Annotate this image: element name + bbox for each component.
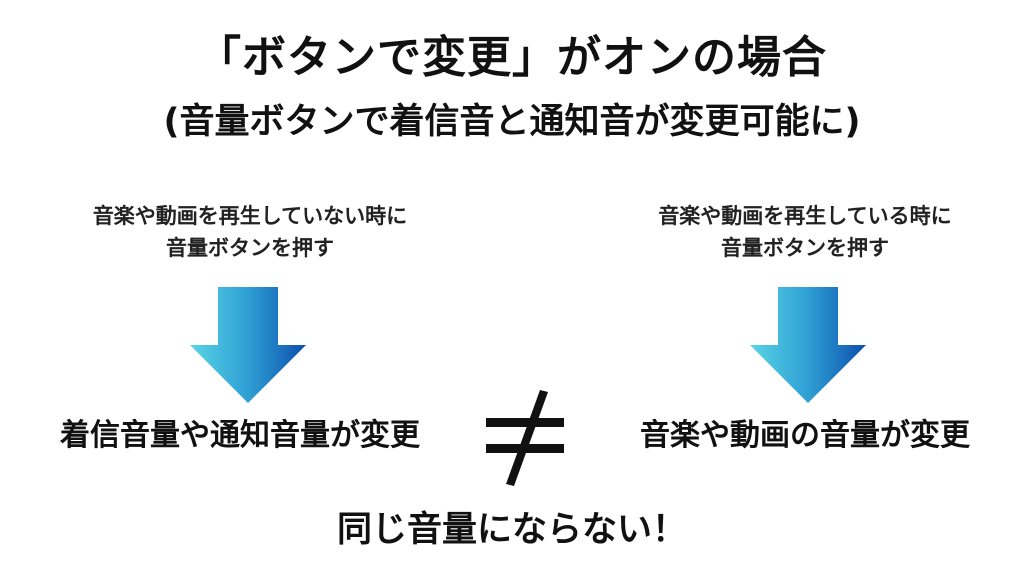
diagram-subtitle: (音量ボタンで着信音と通知音が変更可能に) (163, 102, 861, 142)
conclusion: 同じ音量にならない！ (336, 510, 687, 550)
left-condition: 音楽や動画を再生していない時に 音量ボタンを押す (20, 200, 480, 264)
right-result: 音楽や動画の音量が変更 (640, 418, 970, 453)
right-condition-line1: 音楽や動画を再生している時に (658, 204, 952, 228)
right-condition: 音楽や動画を再生している時に 音量ボタンを押す (575, 200, 1024, 264)
left-result: 着信音量や通知音量が変更 (60, 418, 420, 453)
diagram-title: 「ボタンで変更」がオンの場合 (197, 32, 827, 83)
arrow-down-icon (190, 287, 306, 403)
not-equal-icon (486, 390, 564, 486)
left-condition-line2: 音量ボタンを押す (166, 236, 334, 260)
right-condition-line2: 音量ボタンを押す (721, 236, 889, 260)
arrow-down-icon (750, 287, 866, 403)
left-condition-line1: 音楽や動画を再生していない時に (92, 204, 408, 228)
